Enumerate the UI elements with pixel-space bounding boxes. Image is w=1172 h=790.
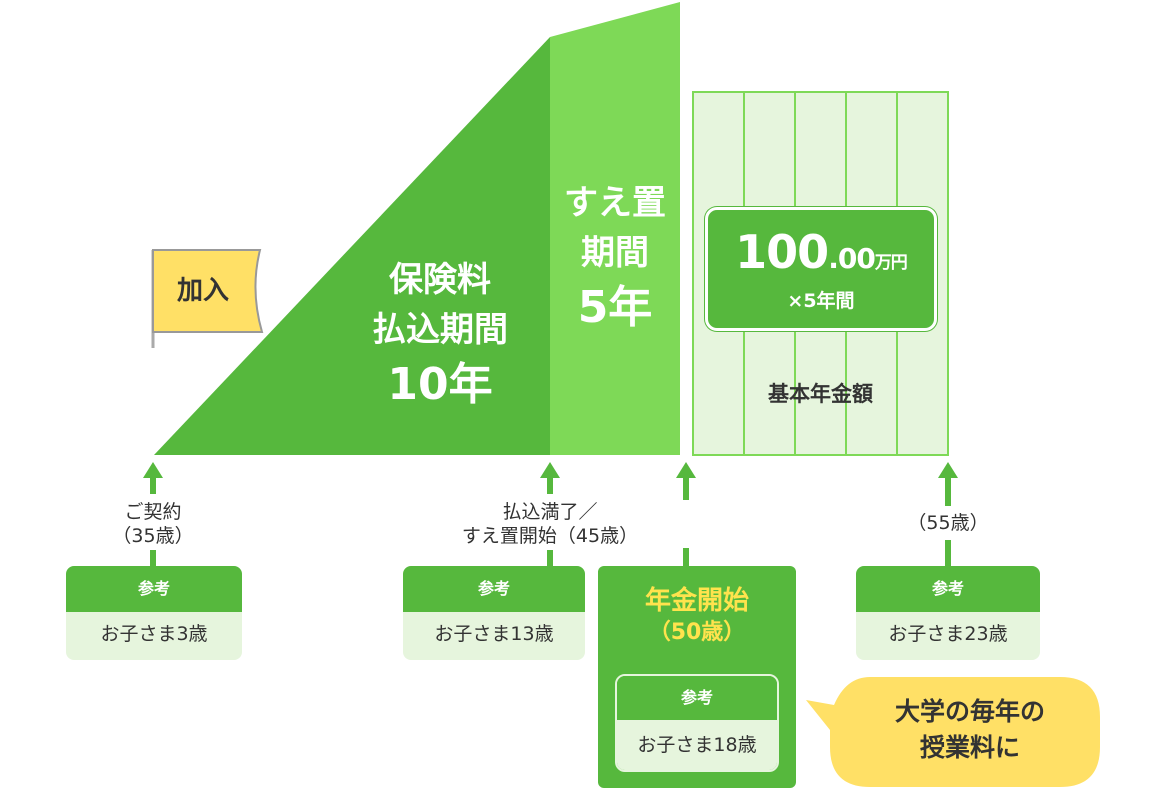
ref-child-age: お子さま13歳 [403,612,585,660]
deferment-years: 5年 [577,282,653,333]
annuity-start-box: 年金開始 （50歳） 参考 お子さま18歳 [598,566,796,788]
ref-child-age: お子さま3歳 [66,612,242,660]
amount-dec: .00 [828,242,876,275]
premium-label-line2: 払込期間 [372,310,508,350]
ref-title: 参考 [403,566,585,612]
annuity-start-age: （50歳） [648,620,746,645]
deferment-period-area [550,2,680,455]
premium-label-line1: 保険料 [389,260,491,300]
paidup-event-label: 払込満了／ すえ置開始（45歳） [400,500,700,548]
premium-period-label: 保険料 払込期間 10年 [340,255,540,415]
enrollment-flag-label: 加入 [176,276,229,306]
amount-int: 100 [735,225,829,279]
amount-times: ×5年間 [787,290,855,312]
arrow-contract [143,462,163,568]
basic-amount-box: 100.00万円 ×5年間 [705,207,937,331]
deferment-label-line1: すえ置 [564,183,666,223]
annuity-start-title: 年金開始 [644,586,749,616]
callout-text: 大学の毎年の 授業料に [842,694,1098,766]
paidup-ref-card: 参考 お子さま13歳 [403,566,585,660]
deferment-period-label: すえ置 期間 5年 [550,178,680,338]
ref-title: 参考 [66,566,242,612]
ref-child-age: お子さま23歳 [856,612,1040,660]
arrow-paidup [540,462,560,568]
arrow-end [938,462,958,568]
contract-ref-card: 参考 お子さま3歳 [66,566,242,660]
deferment-label-line2: 期間 [581,233,649,273]
basic-amount-label: 基本年金額 [768,382,873,406]
basic-amount-value: 100.00万円 [708,226,934,289]
annuity-start-ref-card: 参考 お子さま18歳 [615,674,779,772]
callout-bubble [806,677,1100,787]
ref-title: 参考 [617,676,777,720]
end-ref-card: 参考 お子さま23歳 [856,566,1040,660]
flag-icon [151,249,264,348]
amount-unit: 万円 [874,253,908,273]
ref-title: 参考 [856,566,1040,612]
contract-event-label: ご契約 （35歳） [88,500,218,548]
callout-line2: 授業料に [919,733,1020,762]
paidup-line1: 払込満了／ [502,501,598,523]
contract-line1: ご契約 [124,501,182,523]
premium-period-area [154,37,550,455]
contract-age: （35歳） [112,525,194,547]
ref-child-age: お子さま18歳 [617,720,777,770]
end-event-label: （55歳） [888,511,1008,535]
premium-years: 10年 [387,359,493,410]
callout-line1: 大学の毎年の [894,697,1045,726]
paidup-line2: すえ置開始（45歳） [461,525,639,547]
